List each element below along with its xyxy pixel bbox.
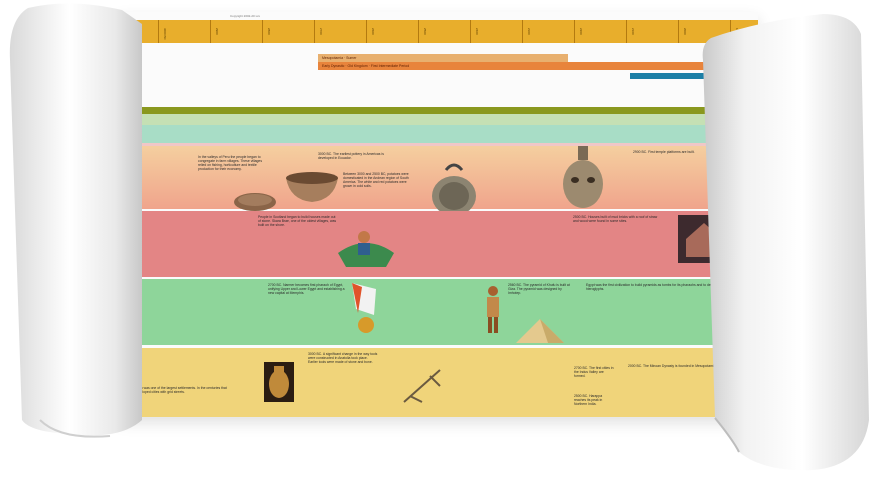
era-bar-egypt: Early Dynastic · Old Kingdom · First Int… (318, 62, 758, 70)
pyramid-icon (516, 319, 564, 343)
year-tick-label: 2300 (527, 28, 531, 35)
year-tick-label: 2400 (475, 28, 479, 35)
year-tick-label: 2500 (423, 28, 427, 35)
year-tick: 2000 (678, 20, 679, 43)
year-tick-label: 2100 (631, 28, 635, 35)
year-tick: 2100 (626, 20, 627, 43)
clay-bowl-icon (282, 168, 342, 204)
band-text: 2500 BC. Harappa reaches its peak in Nor… (574, 394, 614, 406)
year-tick-label: 3000 BC (163, 28, 167, 40)
year-tick: 2600 (366, 20, 367, 43)
band-text: 2560 BC. The pyramid of Khufu is built a… (508, 283, 573, 295)
year-tick-label: 2800 (267, 28, 271, 35)
band-text: 3000 BC. The earliest pottery in America… (318, 152, 388, 160)
right-paper-curl (693, 0, 876, 479)
band-text: People in Scotland began to build houses… (258, 215, 338, 227)
band-mint (118, 125, 758, 143)
band-text: 3000 BC. A significant change in the way… (308, 352, 378, 364)
band-text: 2500 BC. Houses built of mud bricks with… (573, 215, 663, 223)
year-tick: 2500 (418, 20, 419, 43)
boat-icon (336, 219, 396, 271)
year-tick-label: 2200 (579, 28, 583, 35)
band-americas: In the valleys of Peru the people began … (118, 146, 758, 209)
plow-icon (400, 366, 446, 406)
amphora-icon (264, 362, 294, 402)
year-tick: 2400 (470, 20, 471, 43)
band-text: 2700 BC. The first cities in the Indus V… (574, 366, 614, 378)
band-text: In the valleys of Peru the people began … (198, 155, 268, 171)
stone-head-icon (558, 146, 608, 212)
band-olive (118, 107, 758, 114)
band-light-green (118, 114, 758, 125)
pharaoh-figure-icon (348, 279, 382, 339)
year-tick-label: 2600 (371, 28, 375, 35)
timeline-poster: Copyright 2002-20 xxx 3000 BC 2900 2800 270… (118, 12, 758, 417)
left-paper-curl (0, 0, 142, 479)
band-asia: Indus civilization was one of the larges… (118, 348, 758, 417)
year-scale: 3000 BC 2900 2800 2700 2600 2500 2400 2300 2200 2… (118, 20, 758, 43)
year-tick: 2300 (522, 20, 523, 43)
band-africa: 2700 BC. Narmer becomes first pharaoh of… (118, 279, 758, 345)
year-tick: 2800 (262, 20, 263, 43)
band-europe: People in Scotland began to build houses… (118, 211, 758, 277)
year-tick: 2700 (314, 20, 315, 43)
ceramic-jar-icon (430, 160, 478, 218)
year-tick: 2900 (210, 20, 211, 43)
year-tick-label: 2900 (215, 28, 219, 35)
band-text: Between 3000 and 2500 BC, potatoes were … (343, 172, 413, 188)
band-text: 2700 BC. Narmer becomes first pharaoh of… (268, 283, 348, 295)
figure-icon (482, 283, 504, 335)
copyright-note: Copyright 2002-20 xxx (230, 14, 260, 18)
year-tick-label: 2700 (319, 28, 323, 35)
year-tick: 3000 BC (158, 20, 159, 43)
era-bar-mesopotamia: Mesopotamia · Sumer (318, 54, 568, 62)
year-tick-label: 2000 (683, 28, 687, 35)
year-tick: 2200 (574, 20, 575, 43)
grinding-stone-icon (232, 191, 278, 213)
